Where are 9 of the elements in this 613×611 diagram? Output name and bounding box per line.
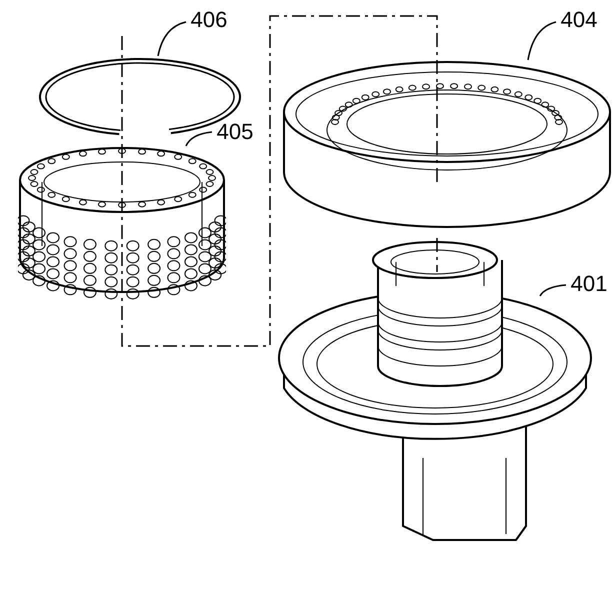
leader-line xyxy=(527,21,556,60)
callout-number: 405 xyxy=(212,118,258,146)
callout-number: 401 xyxy=(566,270,612,298)
callout-number: 406 xyxy=(186,6,232,34)
leader-line xyxy=(157,21,186,56)
piston-drawing xyxy=(282,60,612,230)
callout-number: 404 xyxy=(556,6,602,34)
leader-line xyxy=(185,131,212,146)
leader-line xyxy=(539,284,566,296)
